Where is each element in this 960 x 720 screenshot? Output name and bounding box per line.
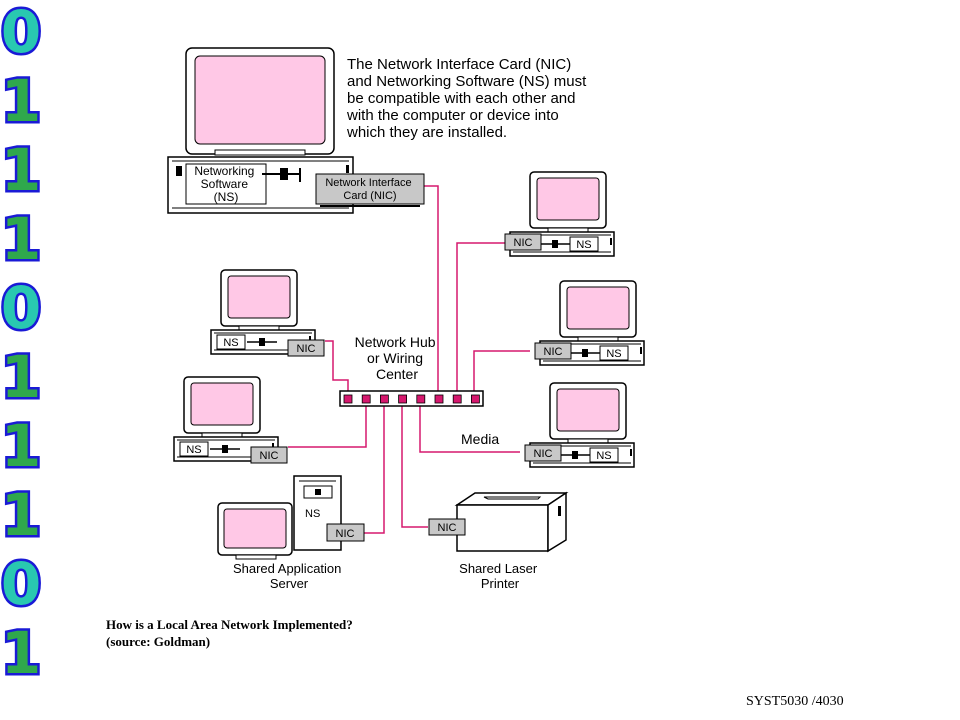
binary-digit: 0 xyxy=(1,0,41,66)
cable-ws-left-1 xyxy=(325,340,349,398)
nic-label: NIC xyxy=(297,343,316,355)
workstation-right-3: NS NIC xyxy=(524,382,635,468)
printer-label: Shared Laser Printer xyxy=(459,561,541,591)
explanation-line: which they are installed. xyxy=(346,124,507,141)
monitor-screen xyxy=(227,275,291,319)
server-line: Server xyxy=(270,576,309,591)
course-code-footer: SYST5030 /4030 xyxy=(746,694,844,709)
figure-caption: How is a Local Area Network Implemented?… xyxy=(106,616,353,650)
shared-laser-printer: NIC Shared Laser Printer xyxy=(428,491,569,591)
ns-full-label: Networking Software (NS) xyxy=(194,164,257,204)
caption-line-1: How is a Local Area Network Implemented? xyxy=(106,617,353,632)
caption-line-2: (source: Goldman) xyxy=(106,634,211,649)
cable-ws-right-1 xyxy=(456,242,505,398)
cable-ws-right-3 xyxy=(419,405,520,453)
nic-card xyxy=(250,446,288,464)
explanation-line: and Networking Software (NS) must xyxy=(347,73,587,90)
binary-digit: 1 xyxy=(1,136,41,204)
server-nic-card xyxy=(326,523,365,542)
workstation-left-2: NS NIC xyxy=(173,376,288,464)
network-hub: Network Hub or Wiring Center xyxy=(339,334,484,407)
server-ns-label: NS xyxy=(305,508,320,520)
ns-full-line: (NS) xyxy=(214,190,239,204)
binary-digit: 1 xyxy=(1,481,41,549)
ns-full-line: Software xyxy=(201,177,249,191)
workstation-right-1: NS NIC xyxy=(504,171,615,257)
cable-server xyxy=(363,405,385,534)
monitor-screen xyxy=(556,388,620,432)
nic-label: NIC xyxy=(514,237,533,249)
nic-label: NIC xyxy=(534,448,553,460)
ns-box xyxy=(179,441,209,457)
server-monitor-screen xyxy=(223,508,287,549)
hub-line: Center xyxy=(376,366,418,382)
cable-ws-right-2 xyxy=(473,350,530,398)
main-monitor-screen xyxy=(194,55,326,145)
printer-line: Shared Laser xyxy=(459,561,538,576)
hub-line: Network Hub xyxy=(355,334,436,350)
server-label: Shared Application Server xyxy=(233,561,345,591)
explanation-line: with the computer or device into xyxy=(346,107,559,124)
hub-line: or Wiring xyxy=(367,350,423,366)
monitor-screen xyxy=(566,286,630,330)
shared-application-server: NS NIC Shared Application Server xyxy=(217,475,365,591)
printer-nic-label: NIC xyxy=(438,522,457,534)
explanation-line: The Network Interface Card (NIC) xyxy=(347,56,571,73)
nic-card xyxy=(534,342,572,360)
ns-full-line: Networking xyxy=(194,164,254,178)
nic-card xyxy=(287,339,325,357)
monitor-screen xyxy=(190,382,254,426)
hub-port xyxy=(343,394,353,404)
cable-ws-left-2 xyxy=(288,405,367,448)
binary-digit: 0 xyxy=(1,274,41,342)
hub-port xyxy=(379,394,389,404)
binary-digit: 1 xyxy=(1,205,41,273)
ns-label: NS xyxy=(186,444,201,456)
workstations: NS NIC NS NIC NS NIC NS NIC NS NIC xyxy=(173,171,645,468)
nic-label: NIC xyxy=(260,450,279,462)
binary-digit: 0 xyxy=(1,550,41,618)
cable-main-computer xyxy=(423,185,439,398)
binary-digit: 1 xyxy=(1,619,41,687)
monitor-screen xyxy=(536,177,600,221)
printer-nic-card xyxy=(428,518,466,536)
ns-label: NS xyxy=(606,348,621,360)
nic-full-line: Network Interface xyxy=(325,177,411,189)
server-line: Shared Application xyxy=(233,561,341,576)
explanation-text: The Network Interface Card (NIC) and Net… xyxy=(346,56,590,141)
explanation-line: be compatible with each other and xyxy=(347,90,575,107)
hub-port xyxy=(470,394,480,404)
main-computer: Networking Software (NS) Network Interfa… xyxy=(167,47,425,214)
ns-label: NS xyxy=(596,450,611,462)
hub-port xyxy=(434,394,444,404)
nic-label: NIC xyxy=(544,346,563,358)
media-cables xyxy=(288,185,530,534)
hub-port xyxy=(398,394,408,404)
printer-line: Printer xyxy=(481,576,520,591)
binary-digit: 1 xyxy=(1,343,41,411)
server-nic-label: NIC xyxy=(336,528,355,540)
media-label: Media xyxy=(461,431,499,447)
nic-card xyxy=(524,444,562,462)
hub-port xyxy=(452,394,462,404)
nic-full-label: Network Interface Card (NIC) xyxy=(325,177,414,202)
binary-digit: 1 xyxy=(1,412,41,480)
main-nic-card xyxy=(315,173,425,205)
ns-label: NS xyxy=(223,337,238,349)
binary-digit: 1 xyxy=(1,67,41,135)
hub-port xyxy=(361,394,371,404)
ns-box xyxy=(216,334,246,350)
workstation-right-2: NS NIC xyxy=(534,280,645,366)
hub-label: Network Hub or Wiring Center xyxy=(355,334,440,382)
nic-full-line: Card (NIC) xyxy=(343,190,396,202)
hub-port xyxy=(416,394,426,404)
nic-card xyxy=(504,233,542,251)
cable-printer xyxy=(401,405,428,528)
workstation-left-1: NS NIC xyxy=(210,269,325,357)
ns-label: NS xyxy=(576,239,591,251)
